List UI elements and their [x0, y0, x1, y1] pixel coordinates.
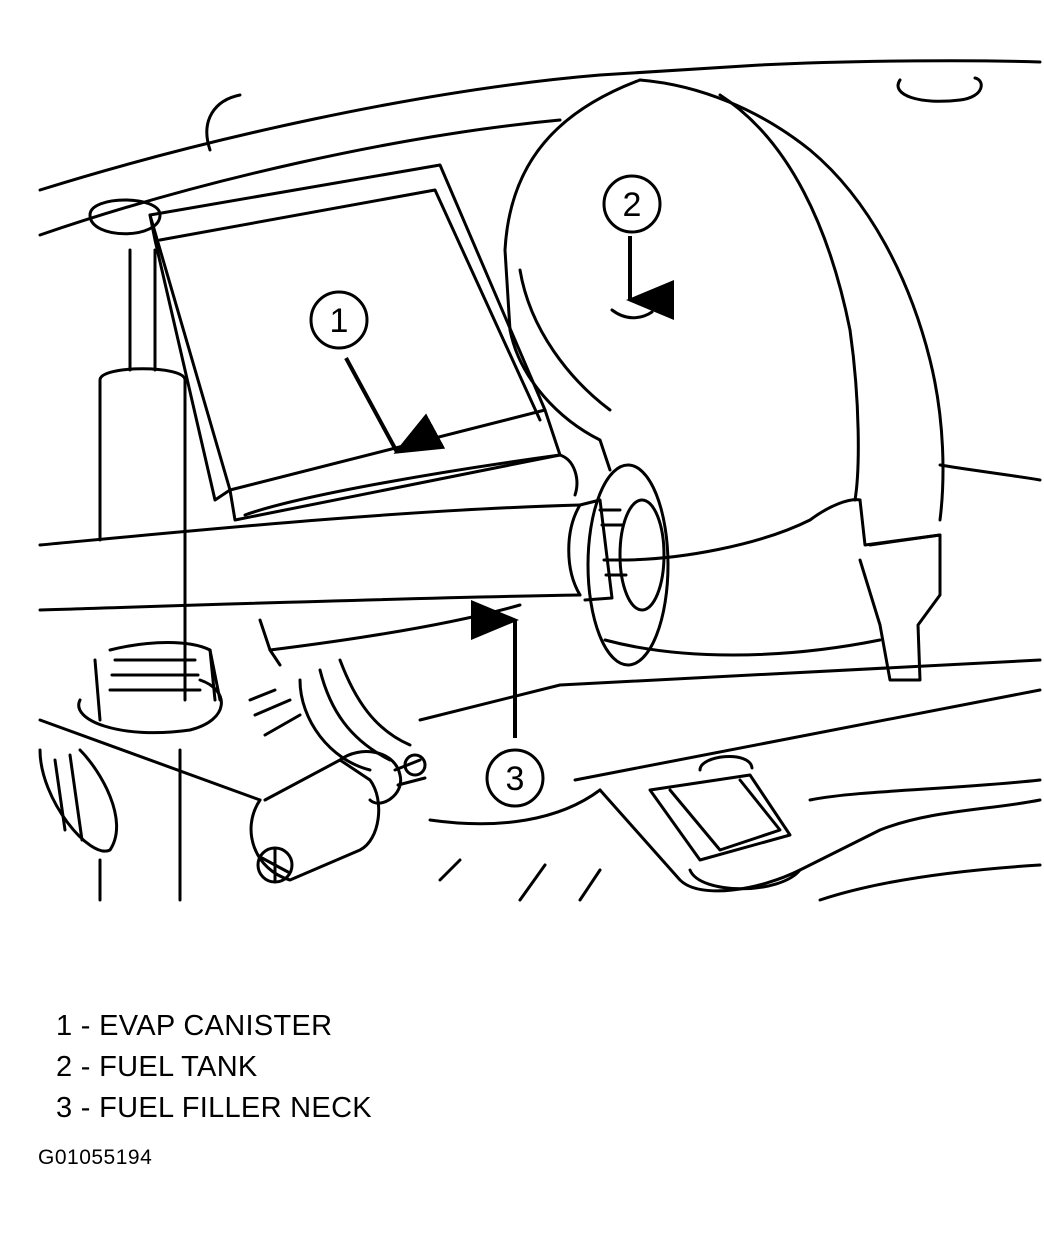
control-arm [249, 758, 381, 882]
shock-absorber [128, 248, 157, 372]
callout-2-marker: 2 [602, 174, 662, 234]
figure-id: G01055194 [38, 1146, 153, 1169]
callout-1-number: 1 [330, 302, 349, 340]
legend-item-evap-canister: 1 - EVAP CANISTER [56, 1010, 333, 1042]
callout-1-arrow [344, 357, 446, 454]
cross-member [418, 658, 1042, 722]
fuel-filler-neck-hose [38, 503, 582, 547]
frame-rail-top [38, 59, 1042, 192]
fuel-tank-outline [503, 78, 642, 472]
legend-item-fuel-tank: 2 - FUEL TANK [56, 1051, 258, 1083]
callout-3-number: 3 [506, 760, 525, 798]
legend-item-fuel-filler-neck: 3 - FUEL FILLER NECK [56, 1092, 372, 1124]
callout-3-marker: 3 [485, 748, 545, 808]
component-legend: 1 - EVAP CANISTER 2 - FUEL TANK 3 - FUEL… [56, 1006, 372, 1129]
callout-2-number: 2 [623, 186, 642, 224]
component-location-illustration: 1 2 3 [38, 59, 1042, 902]
callout-1-marker: 1 [309, 290, 369, 350]
